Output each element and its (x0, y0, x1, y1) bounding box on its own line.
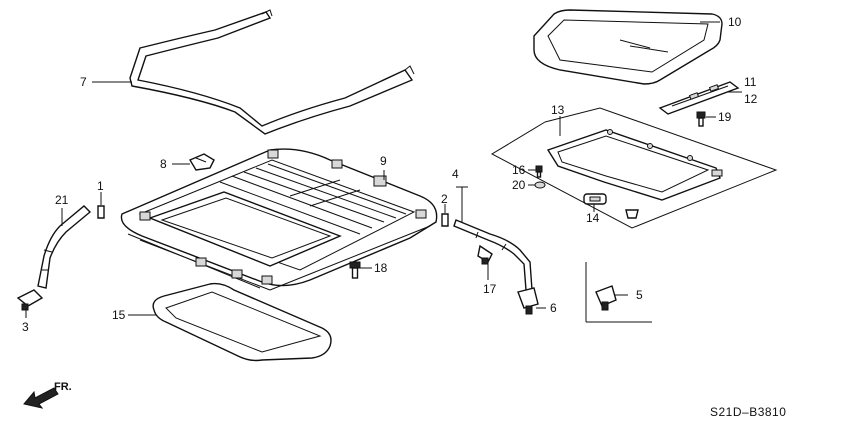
clip-20-part (534, 181, 546, 189)
callout-3: 3 (22, 320, 29, 334)
drain-valve-6-part (517, 287, 539, 315)
drain-tube-21-part (37, 205, 92, 289)
callout-15: 15 (112, 308, 126, 322)
front-direction-arrow-icon (23, 387, 59, 409)
callout-18: 18 (374, 261, 388, 275)
drain-valve-5-part (595, 285, 617, 311)
callout-14: 14 (586, 211, 600, 225)
callout-10: 10 (728, 15, 742, 29)
drain-valve-3-part (16, 289, 44, 311)
clip-2-part (441, 213, 449, 227)
valve-17-part (477, 244, 493, 265)
callout-19: 19 (718, 110, 732, 124)
callout-7: 7 (80, 75, 87, 89)
callout-2: 2 (441, 192, 448, 206)
glass-panel-part (533, 9, 723, 85)
inset-frame (585, 262, 652, 323)
callout-6: 6 (550, 301, 557, 315)
callout-1: 1 (97, 179, 104, 193)
opening-seal-part (152, 282, 332, 362)
sunshade-frame-part (546, 129, 723, 201)
cap-8-part (188, 153, 215, 171)
callout-16: 16 (512, 163, 526, 177)
front-direction-label: FR. (54, 381, 72, 393)
glass-trim-part (658, 81, 740, 115)
callout-4: 4 (452, 167, 459, 181)
callout-17: 17 (483, 282, 497, 296)
callout-9: 9 (380, 154, 387, 168)
screw-16-part (535, 165, 543, 178)
drain-tube-4-part (453, 219, 533, 291)
sunroof-frame-part (120, 148, 438, 291)
callout-20: 20 (512, 178, 526, 192)
callout-5: 5 (636, 288, 643, 302)
sunshade-handle-part (583, 193, 607, 205)
roof-seal-part (129, 9, 415, 135)
callout-11: 11 (744, 75, 757, 89)
clip-small-part (625, 209, 639, 219)
callout-21: 21 (55, 193, 69, 207)
clip-1-part (97, 205, 105, 219)
callout-13: 13 (551, 103, 565, 117)
screw-19-part (696, 111, 706, 127)
callout-8: 8 (160, 157, 167, 171)
callout-12: 12 (744, 92, 758, 106)
bolt-18-part (349, 261, 361, 279)
sunshade-group-box (490, 107, 778, 229)
diagram-code: S21D–B3810 (710, 405, 786, 419)
